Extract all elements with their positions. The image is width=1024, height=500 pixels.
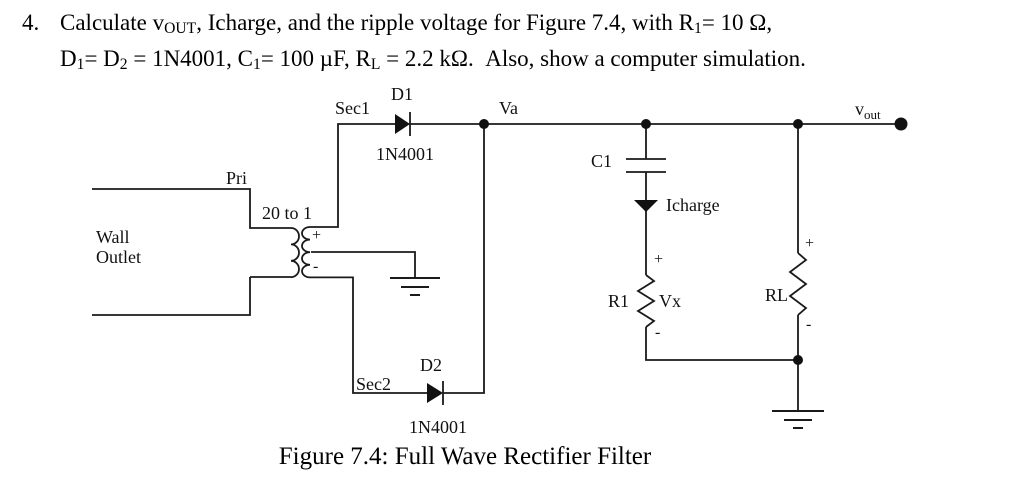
subscript-rl: L	[370, 56, 381, 74]
d1-part-label: 1N4001	[376, 144, 434, 164]
node-dot-c1	[641, 119, 651, 129]
resistor-r1-icon	[636, 274, 656, 328]
resistor-rl-icon	[788, 252, 808, 316]
sec1-label: Sec1	[335, 98, 370, 118]
node-dot-va	[479, 119, 489, 129]
vx-label: Vx	[659, 291, 681, 311]
va-label: Va	[499, 98, 518, 118]
r1-plus-sign: +	[654, 251, 663, 268]
pri-label: Pri	[226, 168, 247, 188]
ground-symbol-load	[772, 410, 824, 429]
subscript-d2: 2	[119, 56, 128, 74]
rl-minus-sign: -	[806, 316, 811, 333]
capacitor-branch-wires	[626, 124, 798, 361]
r1-label: R1	[608, 291, 629, 311]
subscript-r1: 1	[694, 20, 702, 38]
subscript-d1: 1	[76, 56, 85, 74]
secondary-plus-sign: +	[312, 227, 321, 244]
secondary-wires	[310, 123, 485, 394]
subscript-c1: 1	[253, 56, 261, 74]
problem-text: Calculate vOUT, Icharge, and the ripple …	[60, 6, 806, 78]
diode-d1-icon	[395, 114, 410, 134]
secondary-winding	[301, 226, 311, 279]
vout-label: vout	[855, 99, 881, 122]
primary-wires	[92, 188, 291, 316]
problem-line-1: Calculate vOUT, Icharge, and the ripple …	[60, 10, 773, 38]
diode-d2-icon	[427, 383, 443, 403]
sec2-label: Sec2	[356, 374, 391, 394]
icharge-label: Icharge	[666, 195, 720, 215]
subscript-vout: OUT	[164, 20, 197, 38]
d2-label: D2	[420, 355, 442, 375]
problem-line-2: D1= D2 = 1N4001, C1= 100 µF, RL = 2.2 kΩ…	[60, 46, 806, 74]
secondary-minus-sign: -	[313, 258, 318, 275]
wall-outlet-label-line2: Outlet	[96, 247, 141, 267]
problem-number: 4.	[22, 10, 40, 35]
ground-symbol-center-tap	[390, 277, 440, 296]
vout-terminal-dot	[894, 117, 908, 131]
rl-plus-sign: +	[805, 235, 814, 252]
wall-outlet-label-line1: Wall	[96, 227, 130, 247]
r1-minus-sign: -	[655, 324, 660, 341]
primary-winding	[290, 227, 300, 279]
d1-label: D1	[391, 84, 413, 104]
problem-statement: 4. Calculate vOUT, Icharge, and the ripp…	[22, 6, 1012, 78]
icharge-arrow-icon	[634, 200, 658, 212]
node-dot-rl	[793, 119, 803, 129]
rl-label: RL	[765, 285, 788, 305]
node-dot-bottom	[793, 355, 803, 365]
d2-part-label: 1N4001	[409, 417, 467, 437]
figure-caption: Figure 7.4: Full Wave Rectifier Filter	[278, 443, 652, 470]
turns-ratio-label: 20 to 1	[262, 203, 312, 223]
c1-label: C1	[591, 151, 612, 171]
